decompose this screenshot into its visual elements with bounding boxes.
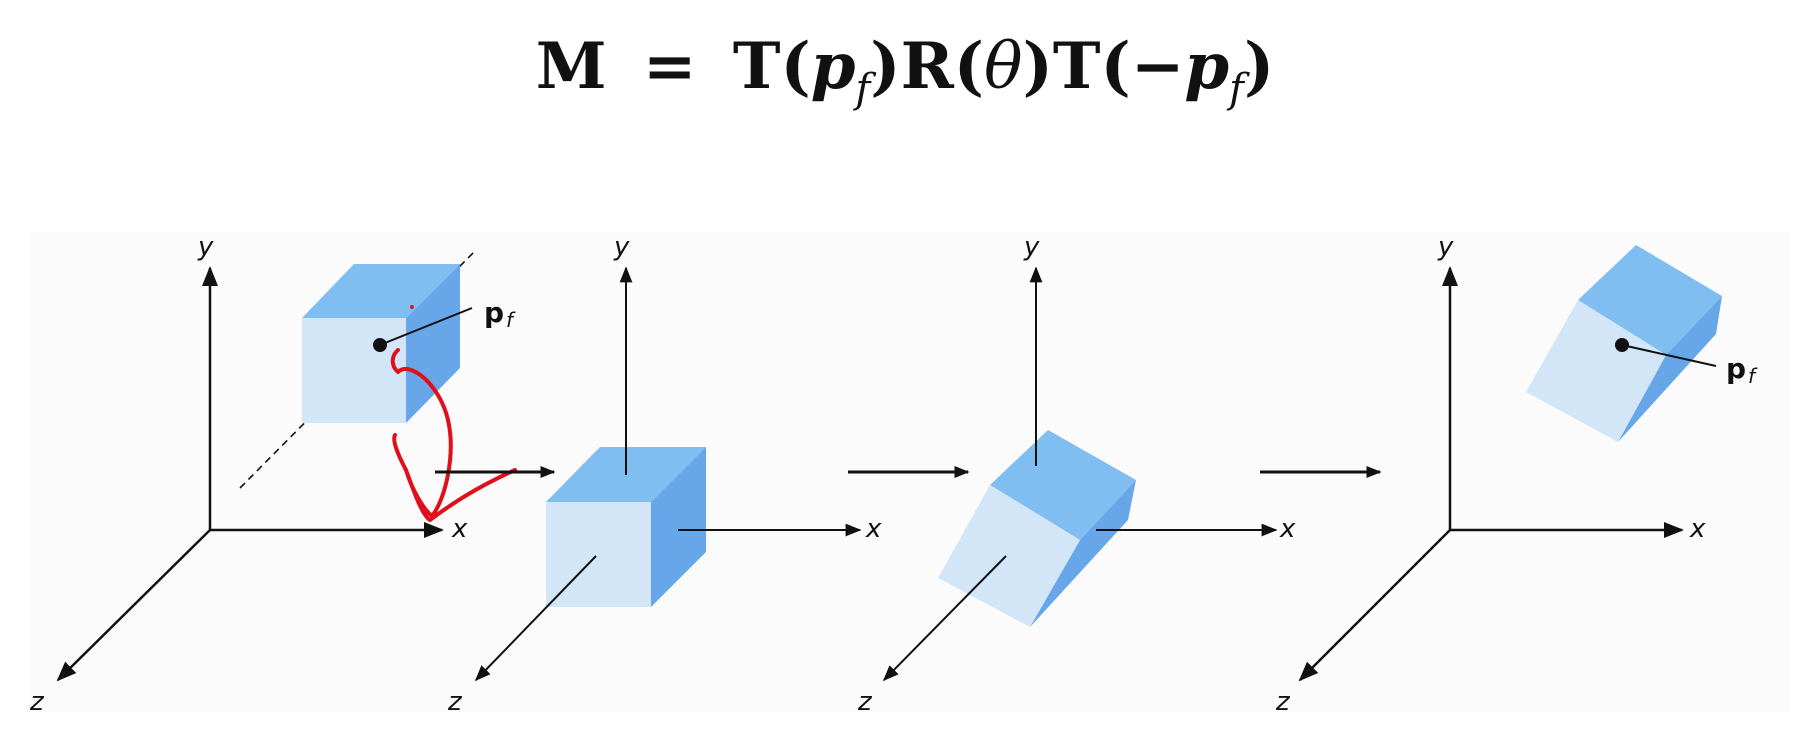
z-axis (474, 555, 597, 682)
cube-side-face (651, 447, 706, 607)
pf-leader-line (379, 307, 473, 346)
z-axis (882, 555, 1007, 682)
y-axis-label: y (1437, 232, 1454, 262)
equation-text: M = T(pf)R(θ)T(−pf) (536, 29, 1274, 112)
cube-front-face (938, 485, 1080, 627)
z-axis (56, 529, 211, 682)
cube-top-face (1578, 245, 1722, 355)
cube-rotated-at-origin (938, 430, 1136, 627)
red-handwritten-annotation (390, 348, 517, 522)
panel-2-translated: y x z (447, 232, 882, 717)
panel-3-rotated: y x z (857, 232, 1296, 717)
cube-top-face (990, 430, 1136, 540)
equation: M = T(pf)R(θ)T(−pf) (536, 29, 1274, 112)
x-axis-label: x (865, 514, 882, 544)
y-axis-label: y (1023, 232, 1040, 262)
x-axis-label: x (1689, 514, 1706, 544)
z-axis-label: z (29, 687, 45, 717)
cube-top-face (302, 264, 460, 318)
cube-side-face (406, 264, 460, 423)
x-axis-label: x (1279, 514, 1296, 544)
pf-point (373, 338, 387, 352)
z-axis-label: z (447, 687, 463, 717)
y-axis-label: y (197, 232, 214, 262)
z-axis (1298, 529, 1451, 682)
pf-point (1615, 338, 1629, 352)
y-axis-label: y (613, 232, 630, 262)
x-axis-label: x (451, 514, 468, 544)
z-axis-label: z (1275, 687, 1291, 717)
cube-side-face (1618, 296, 1722, 442)
cube-front-face (1526, 300, 1666, 442)
red-dot (410, 305, 414, 309)
cube-rotated-final (1526, 245, 1722, 442)
z-axis-label: z (857, 687, 873, 717)
pf-leader-line (1621, 344, 1717, 367)
cube-front-face (302, 318, 406, 423)
cube-side-face (1030, 480, 1136, 627)
